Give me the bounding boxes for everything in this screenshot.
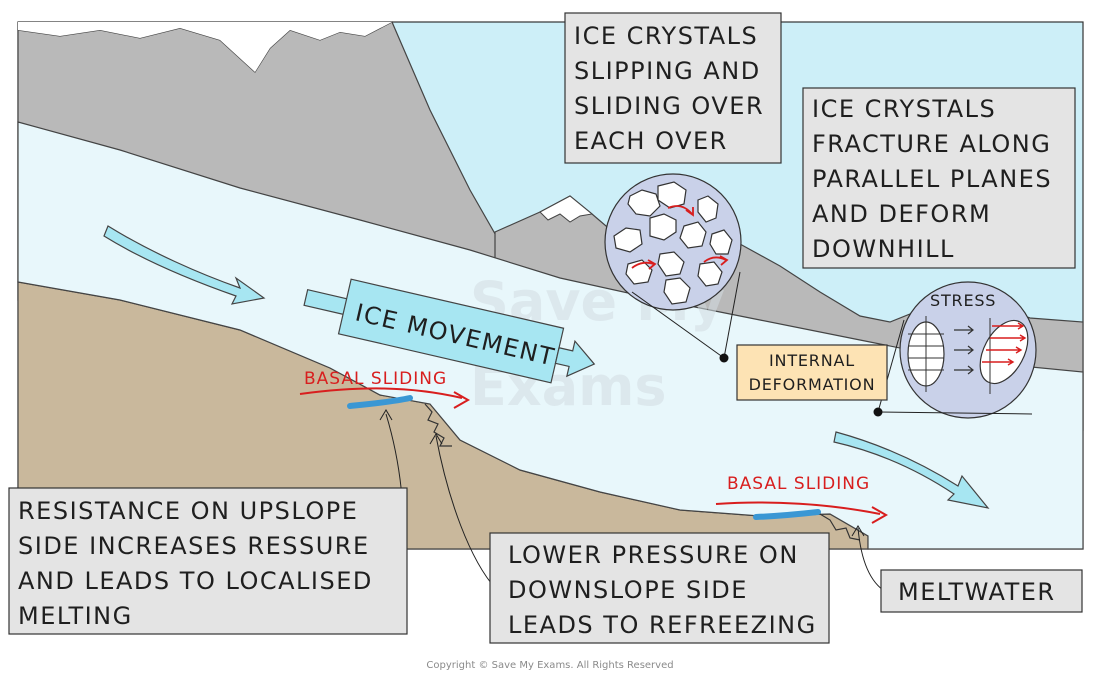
basal-sliding-upper-label: BASAL SLIDING bbox=[304, 369, 447, 389]
crystal-8 bbox=[625, 259, 653, 285]
basal-sliding-lower-arrowhead bbox=[871, 506, 889, 524]
stress-after-red-2 bbox=[990, 334, 1027, 342]
internal-deformation-line-1: INTERNAL bbox=[769, 351, 855, 370]
meltwater-lower bbox=[753, 509, 821, 520]
rock-bump-upper bbox=[424, 403, 452, 447]
stress-arrow-3 bbox=[954, 365, 974, 375]
crystals-fracture-line-2: FRACTURE ALONG bbox=[812, 130, 1051, 158]
resistance-line-3: AND LEADS TO LOCALISED bbox=[18, 567, 373, 595]
crystal-5 bbox=[649, 213, 677, 241]
slip-arrow-1-head bbox=[685, 207, 694, 217]
crystals-slipping-box bbox=[564, 12, 782, 164]
copyright-notice: Copyright © Save My Exams. All Rights Re… bbox=[426, 660, 674, 671]
crystal-10 bbox=[663, 277, 691, 305]
crystals-slipping-line-2: SLIPPING AND bbox=[574, 57, 761, 85]
crystals-slipping-line-1: ICE CRYSTALS bbox=[574, 22, 758, 50]
crystal-1 bbox=[627, 189, 661, 217]
flow-arrow-lower-right bbox=[833, 431, 990, 509]
crystal-9 bbox=[657, 251, 685, 277]
rock-bump-lower bbox=[819, 513, 861, 541]
stress-pointer-dot bbox=[873, 407, 883, 417]
stress-after-red-4 bbox=[982, 358, 1015, 366]
stress-arrow-2 bbox=[954, 345, 974, 355]
stress-after-red-3 bbox=[986, 346, 1023, 354]
slip-arrow-3-head bbox=[719, 255, 729, 266]
stress-after-red-1 bbox=[992, 322, 1025, 330]
crystals-inset-pointer-1 bbox=[631, 291, 725, 359]
resistance-line-4: MELTING bbox=[18, 602, 133, 630]
internal-deformation-box bbox=[736, 344, 888, 401]
crystals-slipping-line-3: SLIDING OVER bbox=[574, 92, 764, 120]
basal-sliding-upper-arrowhead bbox=[453, 391, 471, 409]
volcano-snow bbox=[539, 195, 594, 223]
crystals-inset-pointer-2 bbox=[723, 271, 741, 359]
lower-pressure-line-1: LOWER PRESSURE ON bbox=[508, 541, 799, 569]
crystal-7 bbox=[709, 229, 733, 255]
crystals-slipping-line-4: EACH OVER bbox=[574, 127, 728, 155]
stress-crystal-after bbox=[979, 319, 1029, 385]
crystals-fracture-line-3: PARALLEL PLANES bbox=[812, 165, 1052, 193]
meltwater-upper bbox=[347, 395, 413, 409]
crystals-inset bbox=[604, 173, 742, 311]
stress-arrow-1 bbox=[954, 325, 974, 335]
lower-pressure-pointer bbox=[429, 433, 497, 590]
meltwater-label: MELTWATER bbox=[898, 578, 1056, 606]
left-mountain-snow bbox=[18, 22, 392, 72]
crystal-3 bbox=[697, 195, 719, 223]
slip-arrow-2 bbox=[631, 261, 655, 269]
resistance-line-1: RESISTANCE ON UPSLOPE bbox=[18, 497, 358, 525]
stress-pointer-2 bbox=[877, 411, 1033, 415]
lower-pressure-box bbox=[489, 532, 830, 644]
lower-pressure-line-2: DOWNSLOPE SIDE bbox=[508, 576, 748, 604]
stress-inset: STRESS bbox=[899, 281, 1037, 419]
resistance-line-2: SIDE INCREASES RESSURE bbox=[18, 532, 370, 560]
internal-deformation-line-2: DEFORMATION bbox=[749, 375, 876, 394]
crystals-fracture-box bbox=[802, 87, 1076, 269]
slip-arrow-2-head bbox=[647, 259, 657, 270]
basal-sliding-lower-arrow bbox=[715, 501, 881, 515]
resistance-box bbox=[8, 487, 408, 635]
crystal-6 bbox=[679, 221, 707, 249]
crystals-inset-dot bbox=[719, 353, 729, 363]
meltwater-box bbox=[880, 569, 1083, 613]
basal-sliding-upper-arrow bbox=[299, 387, 463, 399]
crystals-fracture-line-1: ICE CRYSTALS bbox=[812, 95, 996, 123]
crystal-11 bbox=[697, 261, 723, 287]
lower-pressure-line-3: LEADS TO REFREEZING bbox=[508, 611, 817, 639]
crystal-4 bbox=[613, 227, 643, 253]
crystals-fracture-line-4: AND DEFORM bbox=[812, 200, 991, 228]
flow-arrow-upper-left bbox=[103, 225, 266, 305]
basal-sliding-lower-label: BASAL SLIDING bbox=[727, 474, 870, 494]
crystals-fracture-line-5: DOWNHILL bbox=[812, 235, 955, 263]
stress-label: STRESS bbox=[930, 291, 996, 310]
crystal-2 bbox=[657, 181, 687, 209]
ice-movement-head bbox=[554, 339, 596, 378]
